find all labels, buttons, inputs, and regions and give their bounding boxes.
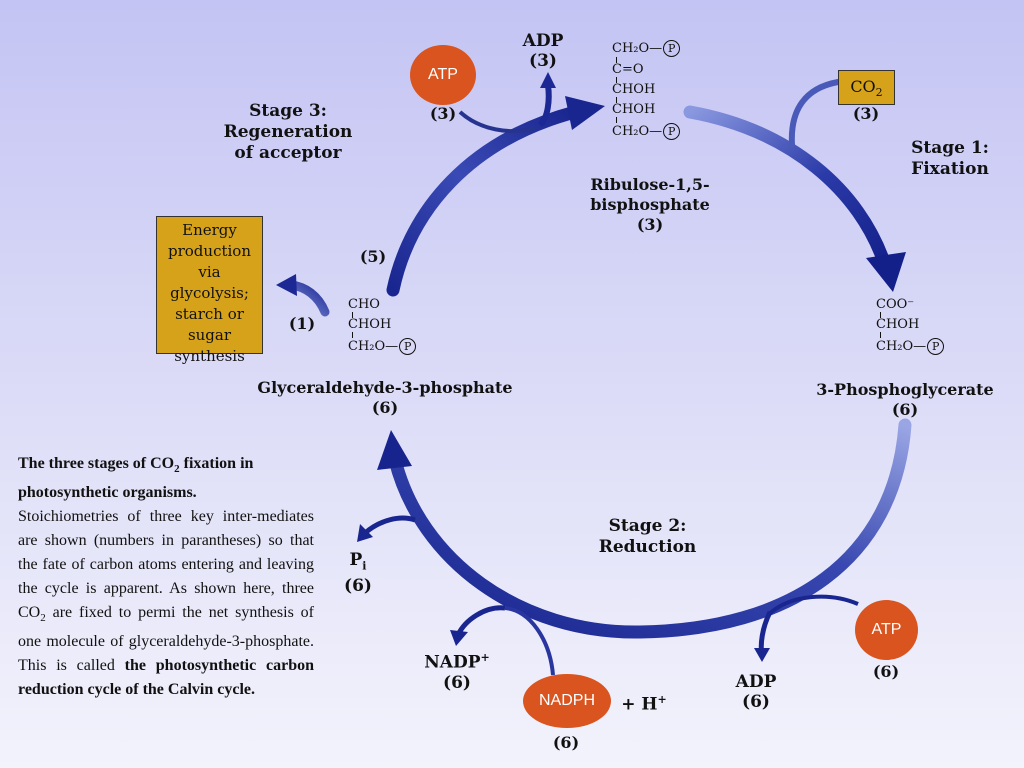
atp-top-count: (3): [429, 104, 457, 123]
co2-count: (3): [852, 104, 880, 123]
stage2-arrow: [388, 418, 912, 639]
co2-box: CO2: [838, 70, 895, 105]
g3p-formula: CHO CHOH CH₂O—P: [348, 298, 417, 355]
nadph-count: (6): [552, 733, 580, 752]
co2-feed: [788, 79, 841, 148]
nadp-arrowhead: [450, 630, 468, 646]
adp-bottom-label: ADP (6): [735, 672, 777, 712]
branch1-label: (1): [288, 314, 316, 333]
g3p-label: Glyceraldehyde-3-phosphate (6): [257, 378, 513, 417]
branch5-label: (5): [359, 247, 387, 266]
phosphate-icon: P: [927, 338, 945, 355]
nadph-feed: [504, 606, 555, 676]
rubp-formula: CH₂O—P C=O CHOH CHOH CH₂O—P: [612, 40, 681, 140]
stage2-label: Stage 2: Reduction: [598, 516, 697, 557]
stage3-label: Stage 3: Regeneration of acceptor: [223, 101, 353, 163]
branch1-arrowhead: [276, 274, 297, 296]
atp-bottom-count: (6): [872, 662, 900, 681]
adp-bottom-arrowhead: [754, 648, 770, 662]
energy-production-box: Energy production via glycolysis; starch…: [156, 216, 263, 365]
atp-bottom-oval: ATP: [855, 600, 918, 660]
pga-label: 3-Phosphoglycerate (6): [816, 380, 994, 419]
stage1-arrowhead: [866, 252, 906, 292]
pga-formula: COO⁻ CHOH CH₂O—P: [876, 298, 945, 355]
stage1-arrow: [683, 105, 892, 272]
nadph-oval: NADPH: [523, 674, 611, 728]
pi-label: Pi (6): [344, 550, 372, 597]
phosphate-icon: P: [663, 40, 681, 57]
phosphate-icon: P: [399, 338, 417, 355]
atp-top-oval: ATP: [410, 45, 476, 105]
caption-body: Stoichiometries of three key inter-media…: [18, 508, 314, 699]
adp-top-out: [537, 84, 552, 128]
figure-caption: The three stages of CO2 fixation in phot…: [18, 452, 314, 702]
branch1-arrow: [287, 280, 330, 317]
stage1-label: Stage 1: Fixation: [911, 138, 989, 179]
phosphate-icon: P: [663, 123, 681, 140]
stage2-arrowhead: [377, 430, 412, 470]
atp-top-feed: [458, 110, 536, 134]
stage3-arrow: [386, 105, 582, 297]
rubp-label: Ribulose-1,5- bisphosphate (3): [590, 175, 710, 234]
adp-top-arrowhead: [540, 72, 556, 88]
pi-out: [363, 515, 416, 535]
pi-arrowhead: [357, 524, 373, 542]
atp-bottom-feed: [766, 594, 859, 617]
caption-title: The three stages of CO2 fixation in phot…: [18, 455, 254, 502]
adp-top-label: ADP (3): [522, 31, 564, 71]
nadp-out: [455, 605, 506, 637]
stage3-arrowhead: [565, 96, 605, 130]
nadp-label: NADP+ (6): [424, 651, 490, 693]
nadph-plus-h: + H+: [621, 693, 667, 715]
